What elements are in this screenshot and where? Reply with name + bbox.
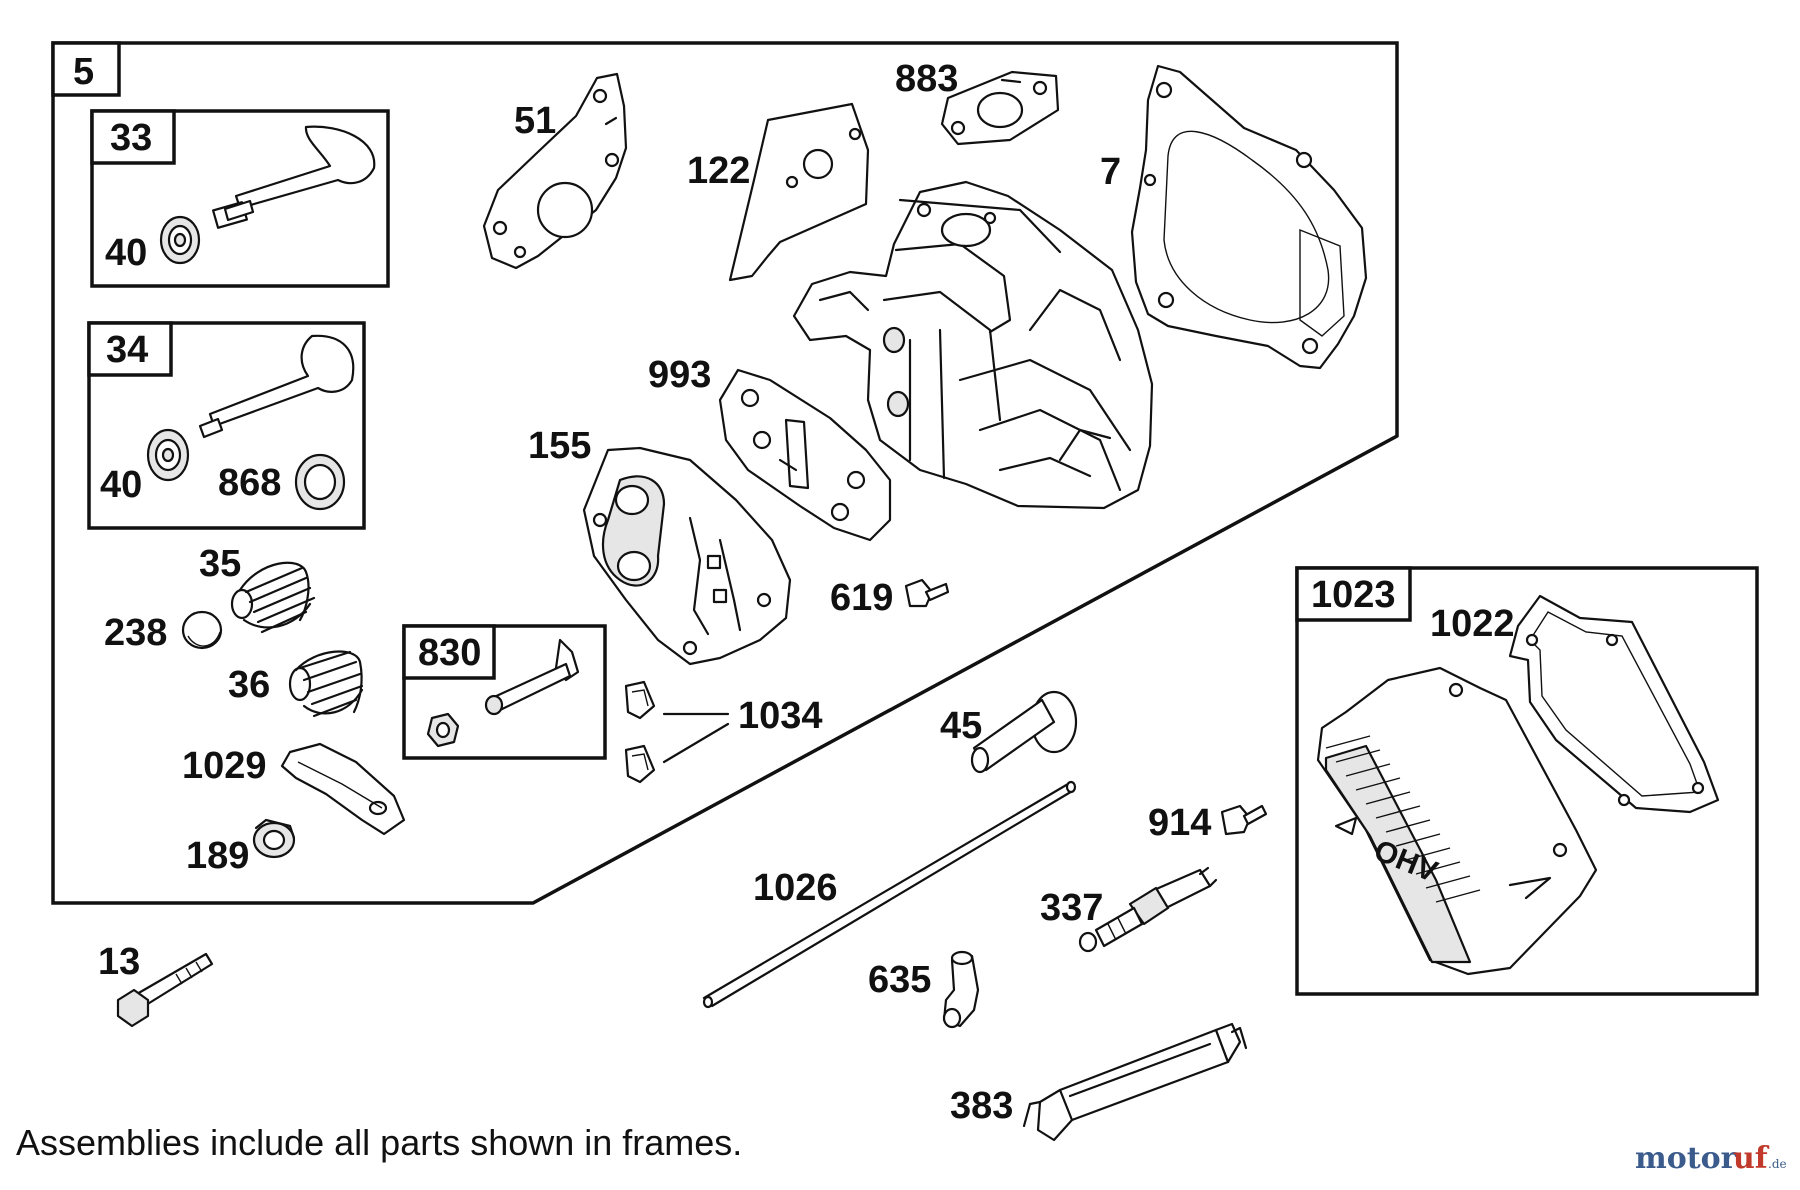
guide-plate-part-1034-b — [624, 744, 656, 784]
tappet-part-45 — [970, 690, 1078, 774]
watermark-logo: motor uf .de — [1635, 1141, 1787, 1176]
part-label-1026: 1026 — [753, 867, 838, 909]
valve-keeper-part-40-b — [146, 428, 190, 482]
part-label-635: 635 — [868, 959, 931, 1001]
frame-label-1023: 1023 — [1311, 574, 1396, 616]
valve-seal-part-868 — [294, 453, 346, 511]
gasket-part-993 — [718, 368, 892, 542]
leader-line-1034-b — [662, 722, 730, 764]
bolt-part-13 — [116, 952, 214, 1028]
part-label-1022: 1022 — [1430, 603, 1515, 645]
part-label-868: 868 — [218, 462, 281, 504]
watermark-tld: .de — [1768, 1157, 1787, 1171]
valve-part-34 — [198, 334, 355, 439]
gasket-part-883 — [940, 70, 1060, 146]
frame-label-33: 33 — [110, 117, 152, 159]
part-label-883: 883 — [895, 58, 958, 100]
part-label-7: 7 — [1100, 151, 1121, 193]
valve-cover-part: OHV — [1316, 666, 1598, 976]
frame-label-5: 5 — [73, 51, 94, 93]
assembly-frame-1023: 1023 1022 — [1295, 566, 1759, 996]
part-label-40-b: 40 — [100, 464, 142, 506]
valve-spring-part-36 — [288, 650, 364, 718]
part-label-238: 238 — [104, 612, 167, 654]
cover-gasket-part-1022 — [1508, 594, 1720, 814]
assembly-frame-33: 33 40 — [90, 109, 390, 288]
assemblies-footnote: Assemblies include all parts shown in fr… — [16, 1122, 742, 1163]
rocker-nut-part-189 — [252, 818, 296, 859]
part-label-914: 914 — [1148, 802, 1211, 844]
spark-plug-part-337 — [1078, 866, 1218, 953]
rocker-stud-part-830 — [484, 638, 580, 716]
part-label-35: 35 — [199, 543, 241, 585]
screw-part-914 — [1220, 804, 1268, 836]
push-rod-part-1026 — [702, 780, 1077, 1009]
part-label-45: 45 — [940, 705, 982, 747]
screw-part-619 — [904, 578, 950, 608]
plate-part-122 — [728, 102, 870, 282]
guide-plate-part-1034-a — [624, 680, 656, 720]
valve-part-33 — [212, 125, 376, 229]
valve-spring-part-35 — [230, 561, 316, 634]
part-label-51: 51 — [514, 100, 556, 142]
frame-label-34: 34 — [106, 329, 148, 371]
part-label-383: 383 — [950, 1085, 1013, 1127]
valve-cap-part-238 — [181, 610, 223, 650]
part-label-993: 993 — [648, 354, 711, 396]
part-label-1034: 1034 — [738, 695, 823, 737]
part-label-155: 155 — [528, 425, 591, 467]
nut-part-830 — [426, 712, 460, 748]
assembly-frame-830: 830 — [402, 624, 607, 760]
part-label-40-a: 40 — [105, 232, 147, 274]
part-label-122: 122 — [687, 150, 750, 192]
watermark-brand-a: motor — [1635, 1141, 1738, 1176]
part-label-36: 36 — [228, 664, 270, 706]
frame-label-830: 830 — [418, 632, 481, 674]
gasket-part-51 — [482, 72, 628, 270]
part-label-1029: 1029 — [182, 745, 267, 787]
part-label-13: 13 — [98, 941, 140, 983]
valve-keeper-part-40-a — [159, 215, 201, 265]
assembly-frame-34: 34 40 868 — [87, 321, 366, 530]
breather-elbow-part-635 — [942, 950, 980, 1029]
spring-compressor-tool-part-383 — [1022, 1022, 1248, 1142]
breather-plate-part-155 — [582, 446, 792, 666]
assembly-frame-5: 5 — [51, 41, 1399, 905]
part-label-619: 619 — [830, 577, 893, 619]
cylinder-head-part — [792, 180, 1154, 510]
watermark-brand-b: uf — [1733, 1141, 1770, 1176]
part-label-337: 337 — [1040, 887, 1103, 929]
rocker-arm-part-1029 — [280, 742, 406, 836]
head-gasket-part-7 — [1130, 64, 1368, 370]
part-label-189: 189 — [186, 835, 249, 877]
